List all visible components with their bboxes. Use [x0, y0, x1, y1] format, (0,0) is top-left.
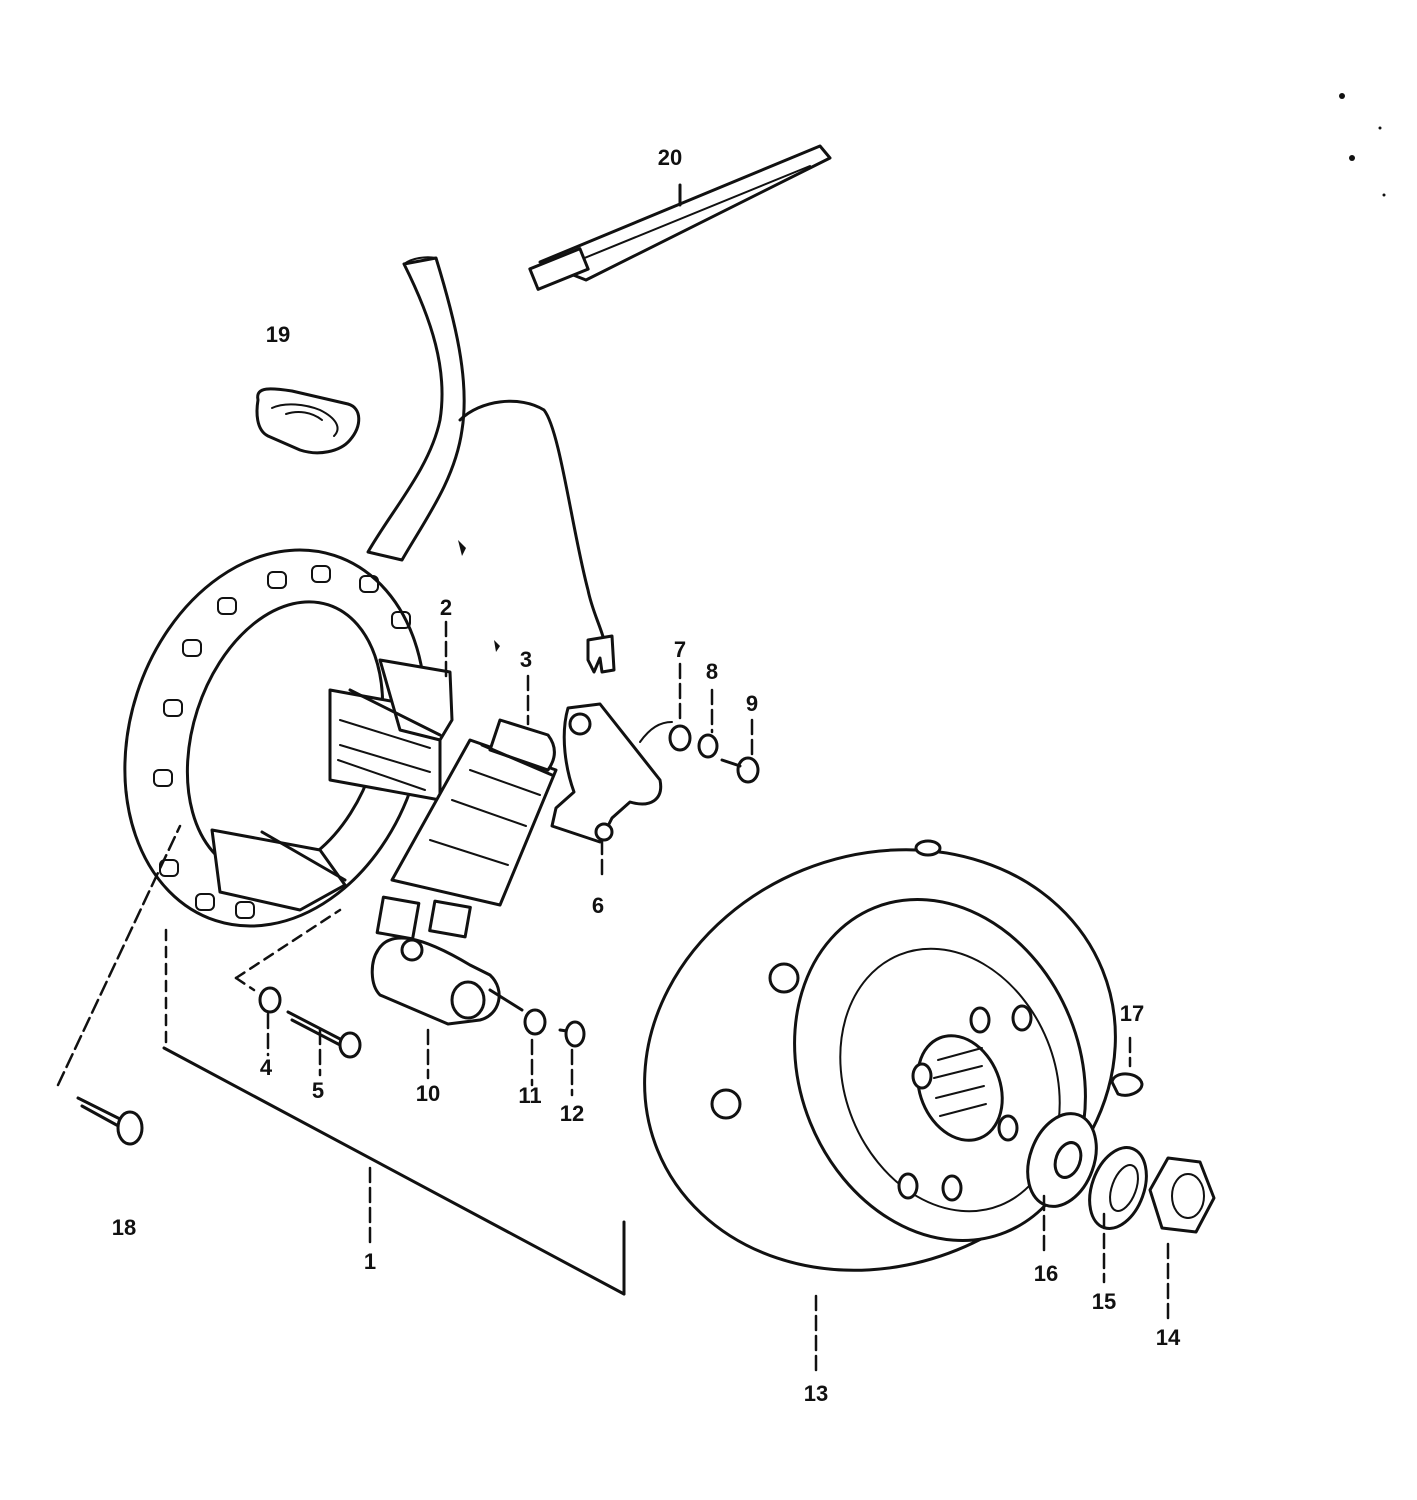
callout-6: 6 — [591, 893, 605, 918]
callout-4: 4 — [259, 1055, 273, 1080]
part-9-screw — [720, 718, 760, 784]
assembly-1-bracket — [162, 1046, 626, 1296]
part-19-grommet — [255, 387, 361, 455]
callout-9: 9 — [745, 691, 759, 716]
callout-7: 7 — [673, 637, 687, 662]
callout-15: 15 — [1091, 1289, 1117, 1314]
part-10-sensor — [370, 936, 524, 1080]
part-13-rotor — [643, 839, 1117, 1376]
wiring-harness — [366, 256, 616, 674]
part-5-screw — [286, 1010, 362, 1077]
part-8-washer — [697, 688, 719, 759]
callout-5: 5 — [311, 1078, 325, 1103]
callout-19: 19 — [265, 322, 291, 347]
callout-12: 12 — [559, 1101, 585, 1126]
callout-8: 8 — [705, 659, 719, 684]
part-12-screw — [558, 1020, 586, 1097]
callout-14: 14 — [1155, 1325, 1181, 1350]
part-6-pickup — [550, 702, 663, 882]
part-14-nut — [1148, 1156, 1216, 1320]
part-2-coil — [210, 658, 454, 912]
part-20-cable-band — [528, 144, 832, 291]
part-3-coil — [375, 718, 558, 941]
part-4-washer — [258, 986, 282, 1057]
callout-18: 18 — [111, 1215, 137, 1240]
part-18-screw — [56, 824, 182, 1146]
callout-3: 3 — [519, 647, 533, 672]
callout-17: 17 — [1119, 1001, 1145, 1026]
part-17-key — [1110, 1036, 1144, 1097]
callout-1: 1 — [363, 1249, 377, 1274]
part-16-washer — [1026, 1112, 1098, 1254]
part-7-washer — [639, 662, 692, 752]
callout-13: 13 — [803, 1381, 829, 1406]
callout-16: 16 — [1033, 1261, 1059, 1286]
part-1-stator-plate — [123, 548, 427, 928]
callout-2: 2 — [439, 595, 453, 620]
part-15-lock-washer — [1088, 1146, 1148, 1284]
callout-11: 11 — [518, 1083, 542, 1108]
callout-10: 10 — [415, 1081, 441, 1106]
callout-20: 20 — [657, 145, 683, 170]
part-11-washer — [523, 1008, 547, 1087]
